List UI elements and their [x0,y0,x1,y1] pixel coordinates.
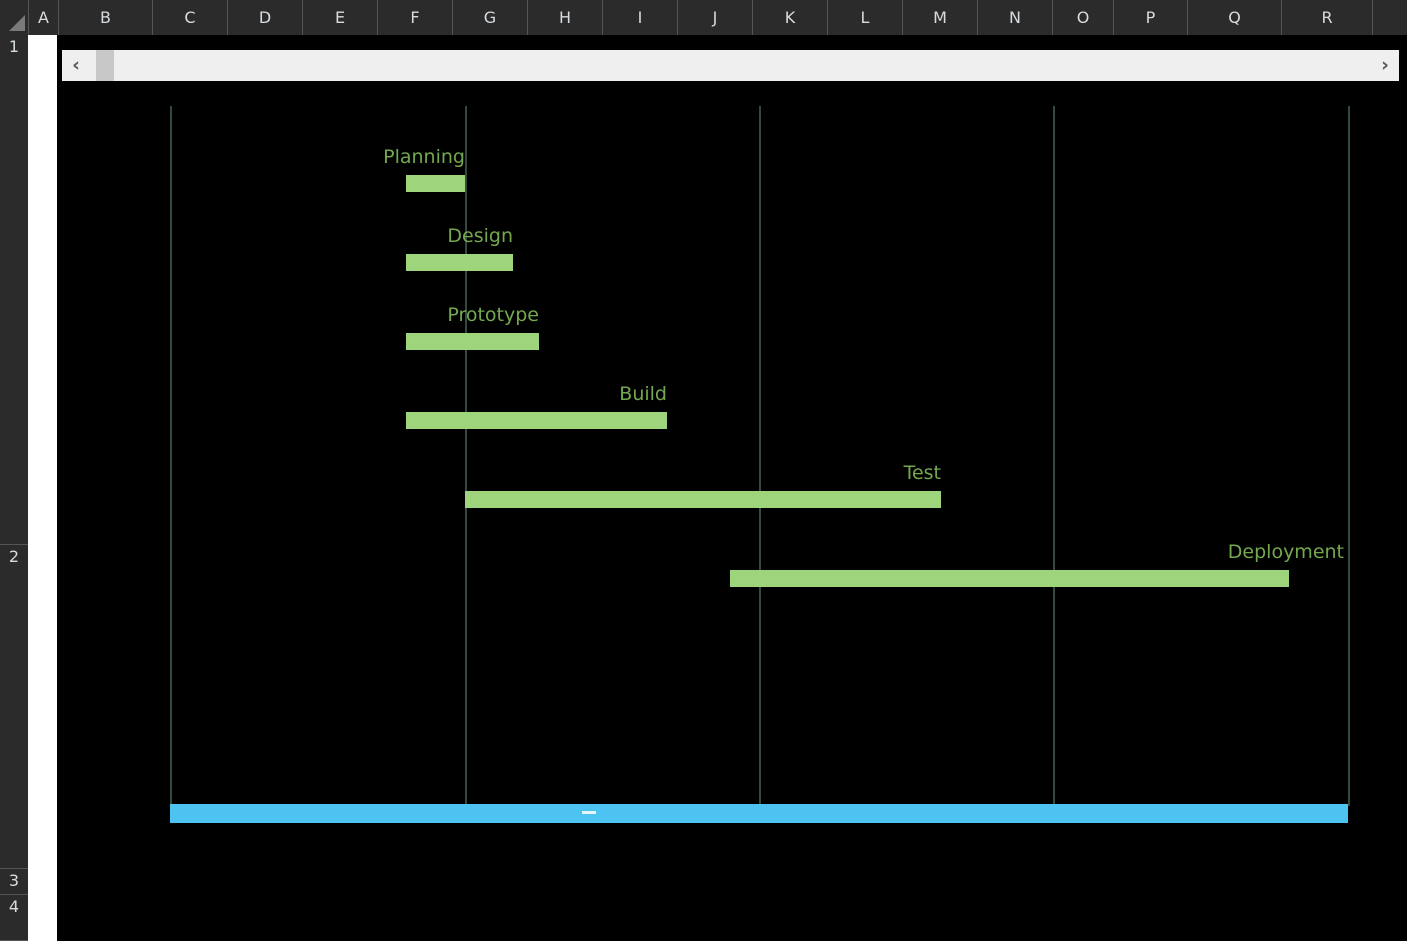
chart-x-axis [170,804,1348,823]
row-header-3[interactable]: 3 [0,869,28,895]
scrollbar-thumb[interactable] [96,50,114,81]
row-header-1[interactable]: 1 [0,35,28,545]
gridline-1 [465,106,467,806]
column-a-cells[interactable] [28,35,57,941]
horizontal-scrollbar[interactable]: ‹ › [62,50,1399,81]
column-header-n[interactable]: N [978,0,1053,35]
corner-triangle-icon [9,15,25,31]
select-all-corner[interactable] [0,0,29,35]
column-header-i[interactable]: I [603,0,678,35]
bar-deployment [730,570,1289,587]
scroll-right-arrow-icon[interactable]: › [1381,54,1389,76]
bar-test [465,491,941,508]
bar-build [406,412,667,429]
column-header-o[interactable]: O [1053,0,1114,35]
column-header-h[interactable]: H [528,0,603,35]
row-header-4[interactable]: 4 [0,895,28,941]
column-header-e[interactable]: E [303,0,378,35]
column-header-a[interactable]: A [29,0,59,35]
column-header-j[interactable]: J [678,0,753,35]
column-header-c[interactable]: C [153,0,228,35]
bar-prototype [406,333,539,350]
bar-label-test: Test [903,462,941,484]
gridline-2 [759,106,761,806]
column-header-g[interactable]: G [453,0,528,35]
bar-label-prototype: Prototype [447,304,539,326]
gridline-3 [1053,106,1055,806]
bar-label-build: Build [619,383,667,405]
column-header-f[interactable]: F [378,0,453,35]
bar-label-deployment: Deployment [1227,541,1344,563]
bar-label-design: Design [447,225,513,247]
gridline-4 [1348,106,1350,806]
scrollbar-track[interactable] [90,50,1371,81]
chart-axis-tick [582,811,596,814]
column-header-b[interactable]: B [59,0,153,35]
column-header-k[interactable]: K [753,0,828,35]
column-header-r[interactable]: R [1282,0,1373,35]
column-header-p[interactable]: P [1114,0,1188,35]
column-header-m[interactable]: M [903,0,978,35]
row-header-2[interactable]: 2 [0,545,28,869]
scroll-left-arrow-icon[interactable]: ‹ [72,54,80,76]
column-header-d[interactable]: D [228,0,303,35]
gridline-0 [170,106,172,806]
bar-design [406,254,513,271]
column-header-q[interactable]: Q [1188,0,1282,35]
column-header-l[interactable]: L [828,0,903,35]
bar-label-planning: Planning [383,146,465,168]
bar-planning [406,175,465,192]
